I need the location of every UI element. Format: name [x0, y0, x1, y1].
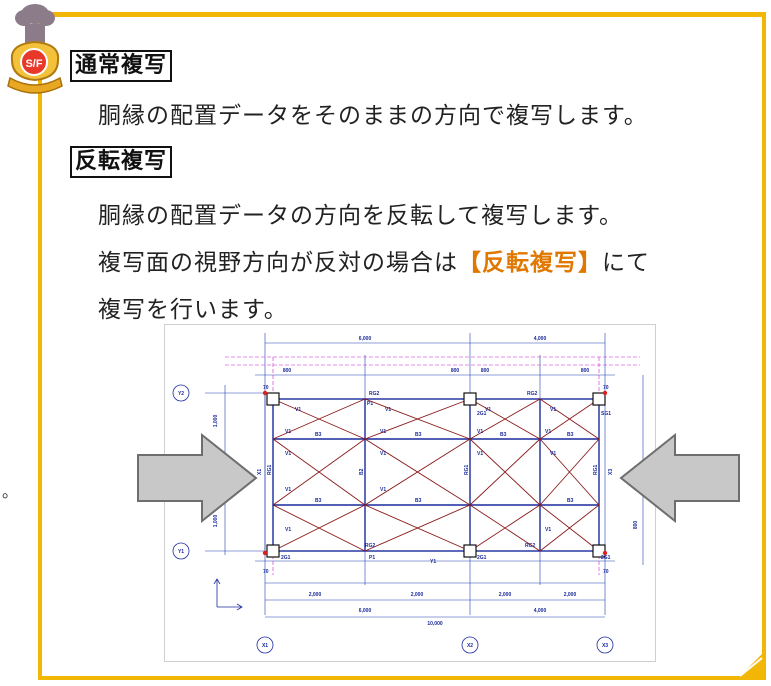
- beam-label-b3-4: B3: [567, 432, 574, 438]
- brace-label: V1: [380, 451, 386, 457]
- mascot-badge: S/F: [25, 58, 42, 70]
- beam-label-top-2: RG2: [527, 391, 538, 397]
- beam-label-bottom-1: RG2: [365, 543, 376, 549]
- dim-bottom-4000: 4,000: [534, 608, 547, 614]
- dim-bottom-2: 2,000: [411, 592, 424, 598]
- dim-top-right: 4,000: [534, 336, 547, 342]
- reverse-copy-line1: 胴縁の配置データの方向を反転して複写します。: [98, 203, 624, 229]
- normal-copy-description: 胴縁の配置データをそのままの方向で複写します。: [98, 103, 648, 129]
- girder-label-2: P1: [369, 555, 375, 561]
- girder-label-1: 2G1: [281, 555, 291, 561]
- beam-label-top-1: RG2: [369, 391, 380, 397]
- axis-icon: [213, 578, 243, 611]
- dim-side-top: 1,000: [213, 415, 219, 428]
- grid-x1-label: X1: [262, 643, 268, 649]
- girder-label-3: 2G1: [477, 555, 487, 561]
- elevation-drawing: Y2 Y1 X1 X2 X3 6,000 4,000 800 800 800 8…: [172, 333, 644, 654]
- brace-label: V1: [477, 451, 483, 457]
- brace-label: V1: [380, 429, 386, 435]
- beam-label-bottom-2: RG2: [525, 543, 536, 549]
- brace-label: V1: [545, 429, 551, 435]
- brace-label: V1: [550, 451, 556, 457]
- grid-x3-label: X3: [602, 643, 608, 649]
- end-label-x1: X1: [257, 469, 263, 475]
- dim-sub-3: 800: [481, 368, 490, 374]
- top-label-p1: P1: [367, 401, 373, 407]
- reverse-copy-line2: 複写面の視野方向が反対の場合は【反転複写】にて: [98, 243, 650, 277]
- beam-label-b3-3: B3: [500, 432, 507, 438]
- dim-right: 800: [633, 521, 639, 530]
- dim-top-left: 6,000: [359, 336, 372, 342]
- heading-reverse-copy: 反転複写: [70, 146, 173, 178]
- brace-label: V1: [285, 451, 291, 457]
- side-mark: 。: [2, 482, 19, 501]
- frame-drawing: Y2 Y1 X1 X2 X3 6,000 4,000 800 800 800 8…: [164, 324, 656, 662]
- line2-tail: にて: [602, 250, 650, 276]
- dim-sub-1: 800: [283, 368, 292, 374]
- brace-label: V1: [285, 429, 291, 435]
- dim-bottom-6000: 6,000: [359, 608, 372, 614]
- corner-mark-4: 70: [603, 569, 609, 575]
- reverse-copy-highlight: 【反転複写】: [458, 250, 602, 276]
- mascot-icon: S/F: [7, 4, 63, 94]
- dim-side-bottom: 1,000: [213, 515, 219, 528]
- brace-label: V1: [550, 407, 556, 413]
- beam-label-b3-6: B3: [415, 498, 422, 504]
- brace-label: V1: [485, 407, 491, 413]
- line2-text: 複写面の視野方向が反対の場合は: [98, 250, 458, 276]
- top-label-2g1: 2G1: [477, 411, 487, 417]
- vertical-label-4: RG1: [593, 465, 599, 476]
- beam-label-b3-2: B3: [415, 432, 422, 438]
- page-fold-icon: [736, 650, 766, 680]
- dim-bottom-3: 2,000: [499, 592, 512, 598]
- brace-label: V1: [380, 487, 386, 493]
- corner-mark-1: 70: [263, 385, 269, 391]
- dim-sub-4: 800: [581, 368, 590, 374]
- girder-label-4: 2G1: [601, 555, 611, 561]
- grid-y1-label: Y1: [178, 549, 184, 555]
- corner-mark-3: 70: [263, 569, 269, 575]
- brace-label: V1: [295, 407, 301, 413]
- dim-bottom-4: 2,000: [564, 592, 577, 598]
- brace-label: V1: [477, 429, 483, 435]
- arrow-left-icon: [619, 433, 740, 523]
- vertical-label-3: RG1: [464, 465, 470, 476]
- corner-mark-2: 70: [603, 385, 609, 391]
- beam-label-b3-5: B3: [315, 498, 322, 504]
- brace-label: V1: [545, 527, 551, 533]
- top-label-sg1: SG1: [601, 411, 611, 417]
- reverse-copy-line3: 複写を行います。: [98, 297, 288, 323]
- beam-label-y1: Y1: [430, 559, 436, 565]
- vertical-label-2: B2: [359, 468, 365, 475]
- vertical-label-1: RG1: [267, 465, 273, 476]
- brace-label: V1: [385, 407, 391, 413]
- grid-y2-label: Y2: [178, 391, 184, 397]
- arrow-right-icon: [137, 433, 258, 523]
- beam-label-b3-1: B3: [315, 432, 322, 438]
- brace-label: V1: [285, 487, 291, 493]
- brace-label: V1: [285, 527, 291, 533]
- heading-normal-copy: 通常複写: [70, 50, 173, 82]
- dim-sub-2: 800: [451, 368, 460, 374]
- grid-x2-label: X2: [467, 643, 473, 649]
- dim-bottom-1: 2,000: [309, 592, 322, 598]
- end-label-x3: X3: [608, 469, 614, 475]
- dim-total: 10,000: [427, 621, 443, 627]
- beam-label-b3-7: B3: [567, 498, 574, 504]
